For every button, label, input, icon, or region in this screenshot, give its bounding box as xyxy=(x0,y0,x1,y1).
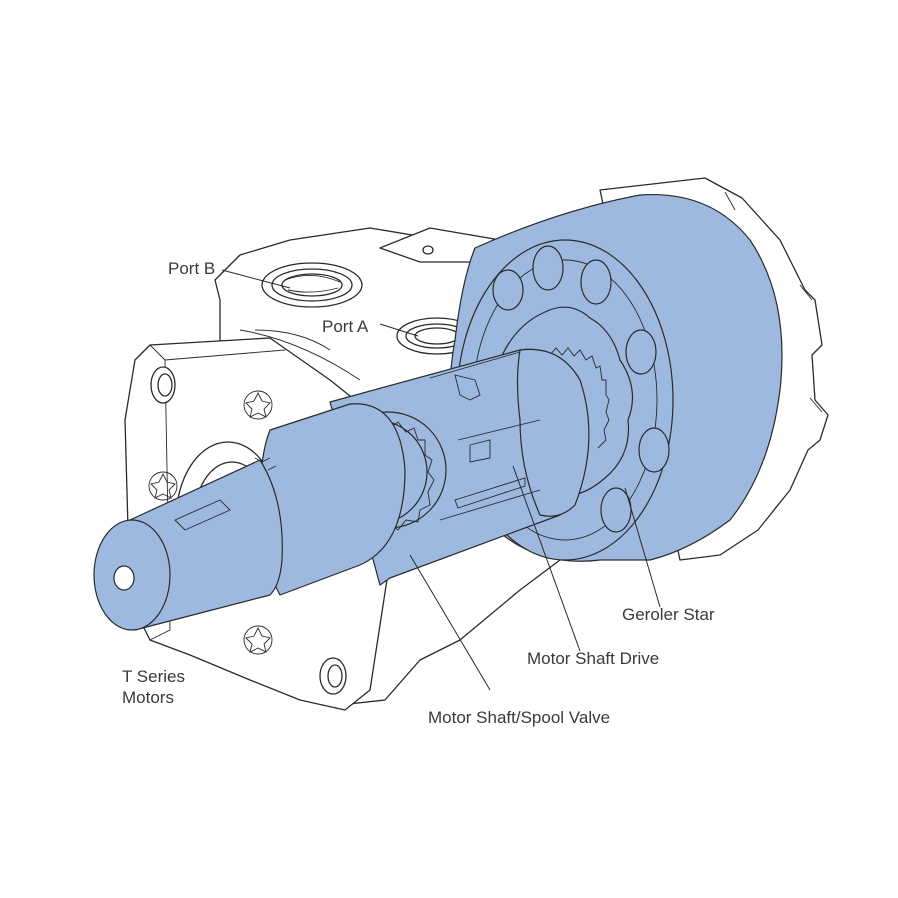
label-series-line1: T Series xyxy=(122,667,185,686)
label-motor-shaft-drive: Motor Shaft Drive xyxy=(527,649,660,668)
leader-lines xyxy=(221,269,661,691)
label-port-b: Port B xyxy=(168,259,216,278)
label-port-a: Port A xyxy=(322,317,369,336)
output-shaft xyxy=(93,403,406,631)
label-motor-shaft-spool-valve: Motor Shaft/Spool Valve xyxy=(428,708,611,727)
label-series-line2: Motors xyxy=(122,688,174,707)
geroler-rollers xyxy=(492,245,670,533)
label-geroler-star: Geroler Star xyxy=(622,605,715,624)
